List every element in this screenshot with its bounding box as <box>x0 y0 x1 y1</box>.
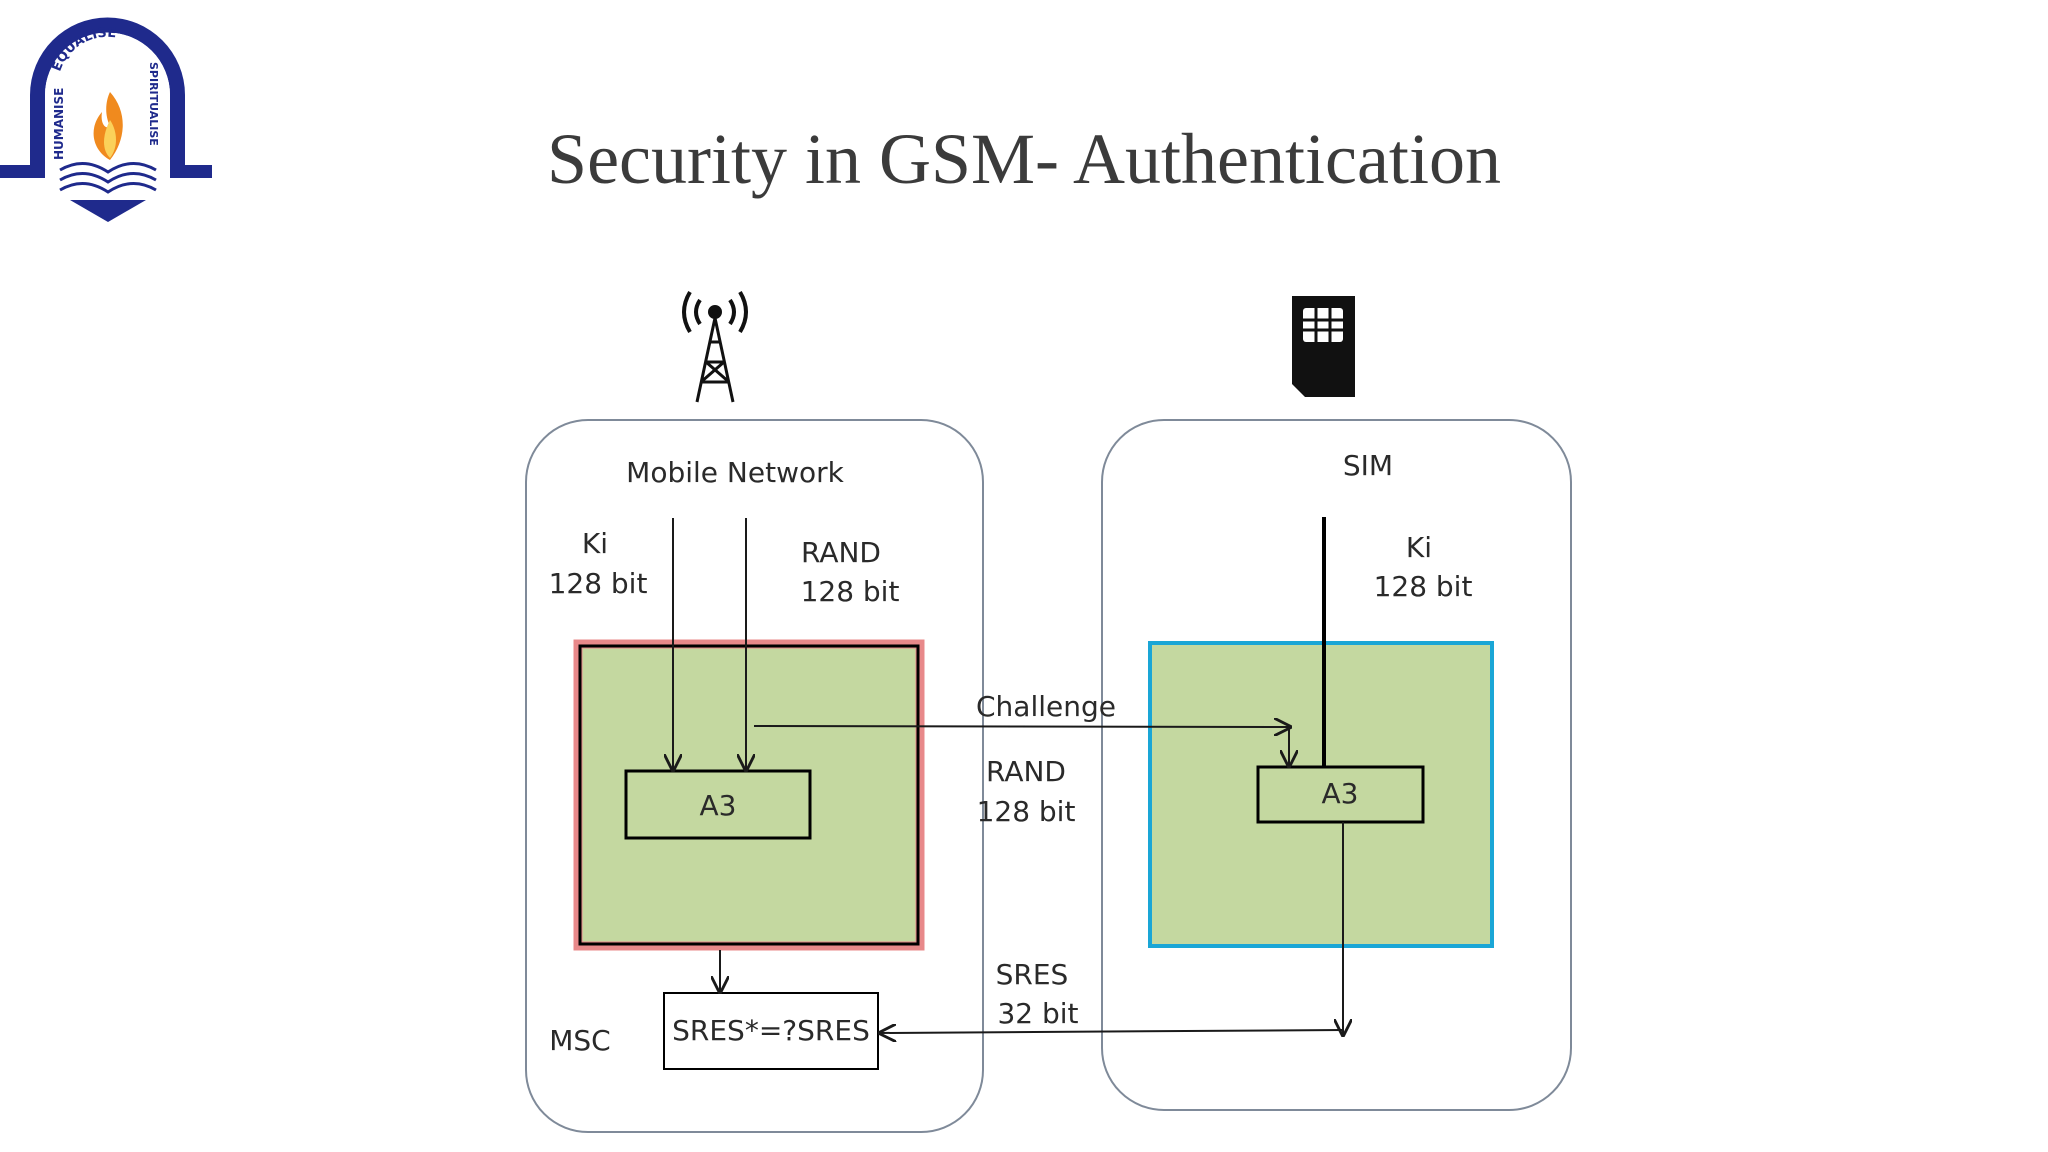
flame-inner-icon <box>104 120 116 158</box>
logo-arch <box>0 17 212 178</box>
institution-logo: EQUALISE HUMANISE SPIRITUALISE <box>0 17 212 222</box>
slide-title: Security in GSM- Authentication <box>547 119 1501 199</box>
challenge-rand-bits: 128 bit <box>977 795 1076 828</box>
sim-heading: SIM <box>1343 449 1393 482</box>
challenge-arrow <box>753 726 1290 727</box>
open-book-icon <box>59 162 157 222</box>
cell-tower-icon <box>682 290 748 403</box>
network-a3-label: A3 <box>700 789 737 822</box>
logo-left-text: HUMANISE <box>52 88 66 160</box>
mobile-network-panel <box>525 419 984 1133</box>
sim-ki-bits: 128 bit <box>1374 570 1473 603</box>
sres-return-arrow <box>880 1030 1344 1033</box>
sres-compare-box <box>663 992 879 1070</box>
network-ki-bits: 128 bit <box>549 567 648 600</box>
network-ki-label: Ki <box>582 527 608 560</box>
sres-label: SRES <box>996 958 1069 991</box>
sres-bits: 32 bit <box>997 997 1078 1030</box>
challenge-label: Challenge <box>976 690 1116 723</box>
sim-a3-label: A3 <box>1322 777 1359 810</box>
sim-panel <box>1101 419 1572 1111</box>
sim-a3-box <box>1256 765 1425 824</box>
sim-ki-label: Ki <box>1406 531 1432 564</box>
network-a3-box <box>624 769 812 840</box>
challenge-rand-label: RAND <box>986 755 1066 788</box>
sim-card-icon <box>1292 296 1355 397</box>
logo-right-text: SPIRITUALISE <box>147 62 160 146</box>
network-rand-bits: 128 bit <box>801 575 900 608</box>
network-rand-label: RAND <box>801 536 881 569</box>
msc-label: MSC <box>549 1024 610 1057</box>
sres-compare-label: SRES*=?SRES <box>672 1014 870 1047</box>
network-heading: Mobile Network <box>626 456 844 489</box>
